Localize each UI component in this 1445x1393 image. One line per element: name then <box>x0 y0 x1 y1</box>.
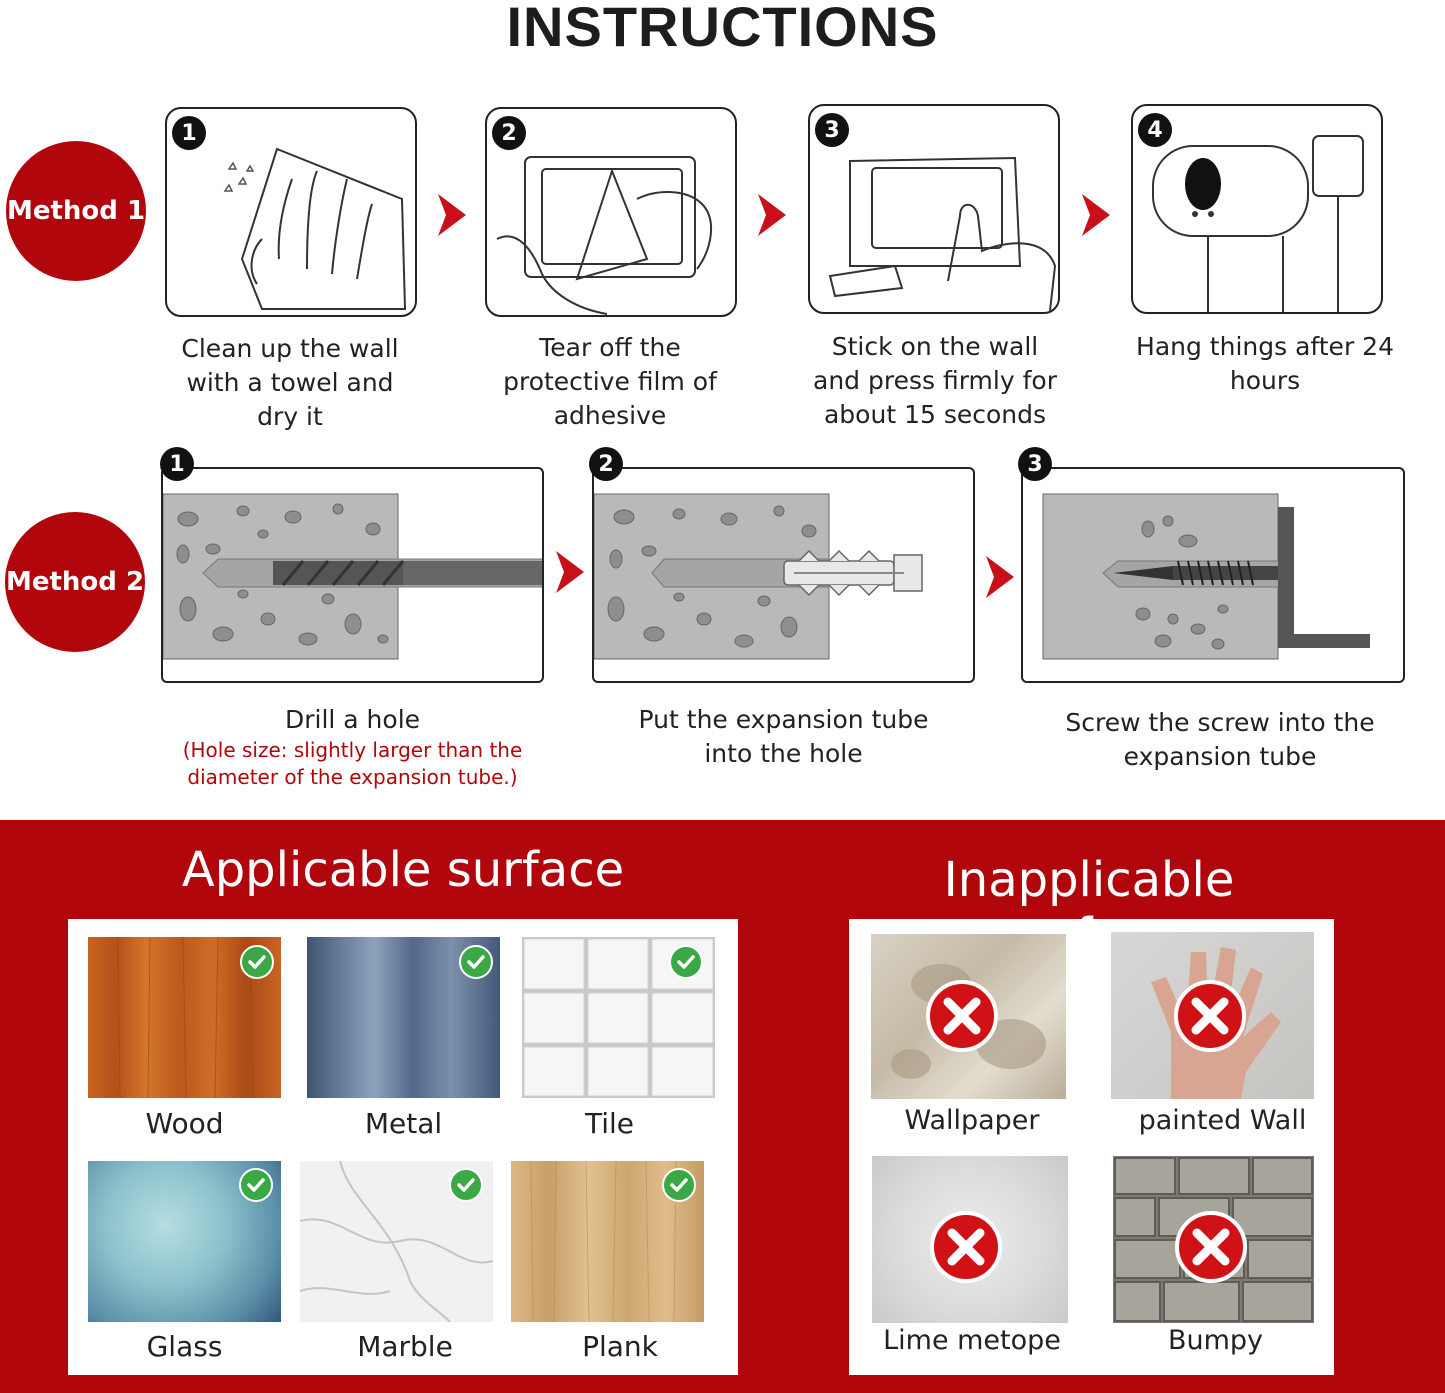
surface-label-wallpaper: Wallpaper <box>904 1105 1040 1136</box>
cross-icon <box>930 1211 1002 1283</box>
press-hook-illustration <box>828 156 1057 312</box>
method2-step3-caption: Screw the screw into the expansion tube <box>1065 708 1375 771</box>
method1-step4-number: 4 <box>1138 113 1172 147</box>
check-icon <box>449 1168 483 1202</box>
surface-label-plank: Plank <box>582 1330 658 1363</box>
plank-swatch <box>511 1161 704 1322</box>
chevron-right-icon <box>758 194 786 236</box>
chevron-right-icon <box>438 194 466 236</box>
method1-step4-illustration <box>1131 104 1383 314</box>
chevron-right-icon <box>556 551 584 593</box>
cross-icon <box>1175 1211 1247 1283</box>
check-icon <box>459 945 493 979</box>
cross-icon <box>926 980 998 1052</box>
method2-step1-illustration <box>161 467 544 683</box>
method1-step2-caption: Tear off the protective film of adhesive <box>503 333 717 430</box>
method1-step1-caption: Clean up the wall with a towel and dry i… <box>181 334 399 431</box>
method2-step3-number: 3 <box>1018 447 1052 481</box>
check-icon <box>662 1168 696 1202</box>
surface-label-painted-wall: painted Wall <box>1138 1105 1307 1136</box>
method1-step3-caption: Stick on the wall and press firmly for a… <box>813 332 1057 429</box>
method-1-badge: Method 1 <box>6 141 146 281</box>
drill-illustration <box>163 493 542 660</box>
surface-label-metal: Metal <box>364 1107 443 1140</box>
method2-step1-number: 1 <box>160 447 194 481</box>
surface-label-tile: Tile <box>584 1107 635 1140</box>
surface-label-glass: Glass <box>146 1330 223 1363</box>
check-icon <box>240 945 274 979</box>
method1-step2-illustration <box>485 107 737 317</box>
page-title: INSTRUCTIONS <box>506 0 939 58</box>
towel-hand-illustration <box>223 147 407 310</box>
method1-step1-illustration <box>165 107 417 317</box>
method2-step2-caption: Put the expansion tube into the hole <box>638 705 929 768</box>
peel-film-illustration <box>496 156 713 315</box>
surface-label-marble: Marble <box>357 1330 453 1363</box>
method1-step2-number: 2 <box>492 116 526 150</box>
surface-label-lime-metope: Lime metope <box>883 1325 1061 1356</box>
method1-step3-illustration <box>808 104 1060 314</box>
check-icon <box>239 1168 273 1202</box>
applicable-heading: Applicable surface <box>181 842 625 898</box>
method-2-badge: Method 2 <box>5 512 145 652</box>
method2-step3-illustration <box>1021 467 1405 683</box>
method1-step3-number: 3 <box>815 113 849 147</box>
method1-step4-caption: Hang things after 24 hours <box>1136 332 1394 395</box>
expansion-tube-illustration <box>594 493 923 660</box>
surface-label-wood: Wood <box>145 1107 224 1140</box>
method2-step2-number: 2 <box>589 447 623 481</box>
chevron-right-icon <box>1082 194 1110 236</box>
hairdryer-hook-illustration <box>1152 135 1364 312</box>
check-icon <box>669 945 703 979</box>
method2-step2-illustration <box>592 467 975 683</box>
method2-step1-note: (Hole size: slightly larger than the dia… <box>182 738 523 789</box>
screw-in-tube-illustration <box>1042 493 1370 660</box>
cross-icon <box>1174 980 1246 1052</box>
surface-label-bumpy: Bumpy <box>1167 1325 1264 1356</box>
method2-step1-caption: Drill a hole <box>284 705 421 734</box>
chevron-right-icon <box>986 556 1014 598</box>
method1-step1-number: 1 <box>172 116 206 150</box>
